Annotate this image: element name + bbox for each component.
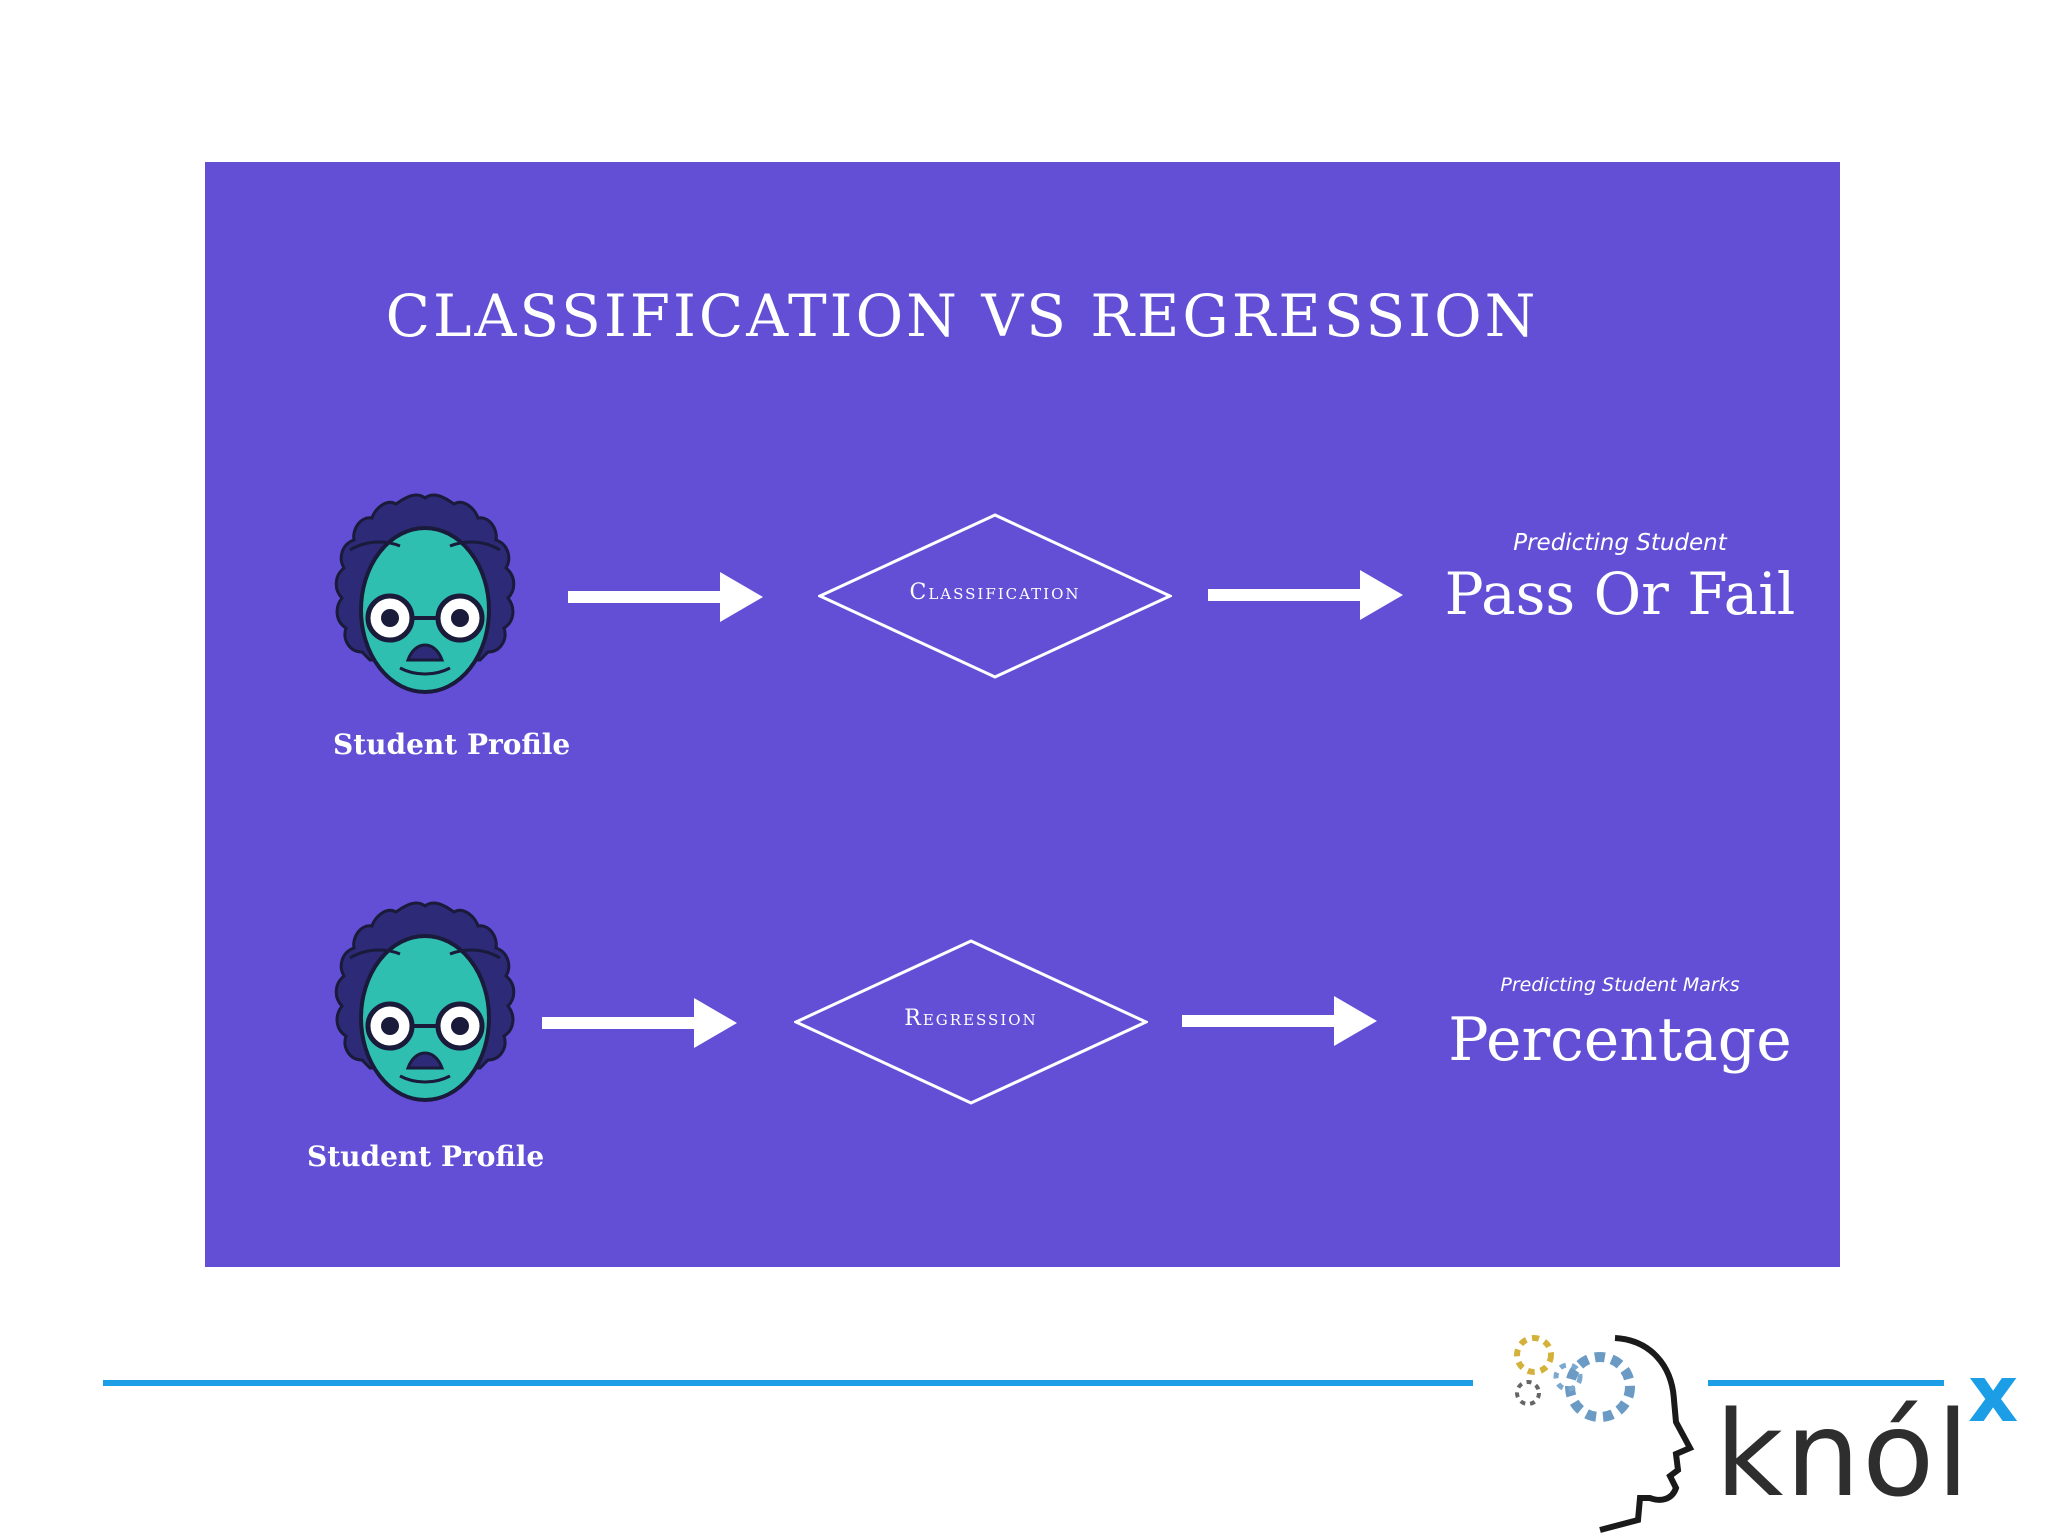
logo-superscript: x <box>1968 1350 2018 1440</box>
logo-wordmark: knól <box>1715 1385 1971 1523</box>
regression-label: Regression <box>794 1006 1148 1031</box>
arrow-right-icon <box>1182 994 1377 1048</box>
output-subtitle: Predicting Student <box>1440 530 1800 556</box>
footer-divider-left <box>103 1380 1473 1386</box>
classification-label: Classification <box>818 580 1172 605</box>
output-result: Percentage <box>1410 1005 1830 1075</box>
student-profile-label: Student Profile <box>307 1140 544 1173</box>
arrow-right-icon <box>542 996 737 1050</box>
output-result: Pass Or Fail <box>1420 560 1820 628</box>
student-face-icon <box>330 898 520 1113</box>
arrow-right-icon <box>568 570 763 624</box>
output-subtitle: Predicting Student Marks <box>1440 974 1800 996</box>
student-profile-label: Student Profile <box>333 728 570 761</box>
diagram-title: CLASSIFICATION VS REGRESSION <box>0 282 1924 350</box>
arrow-right-icon <box>1208 568 1403 622</box>
student-face-icon <box>330 490 520 705</box>
